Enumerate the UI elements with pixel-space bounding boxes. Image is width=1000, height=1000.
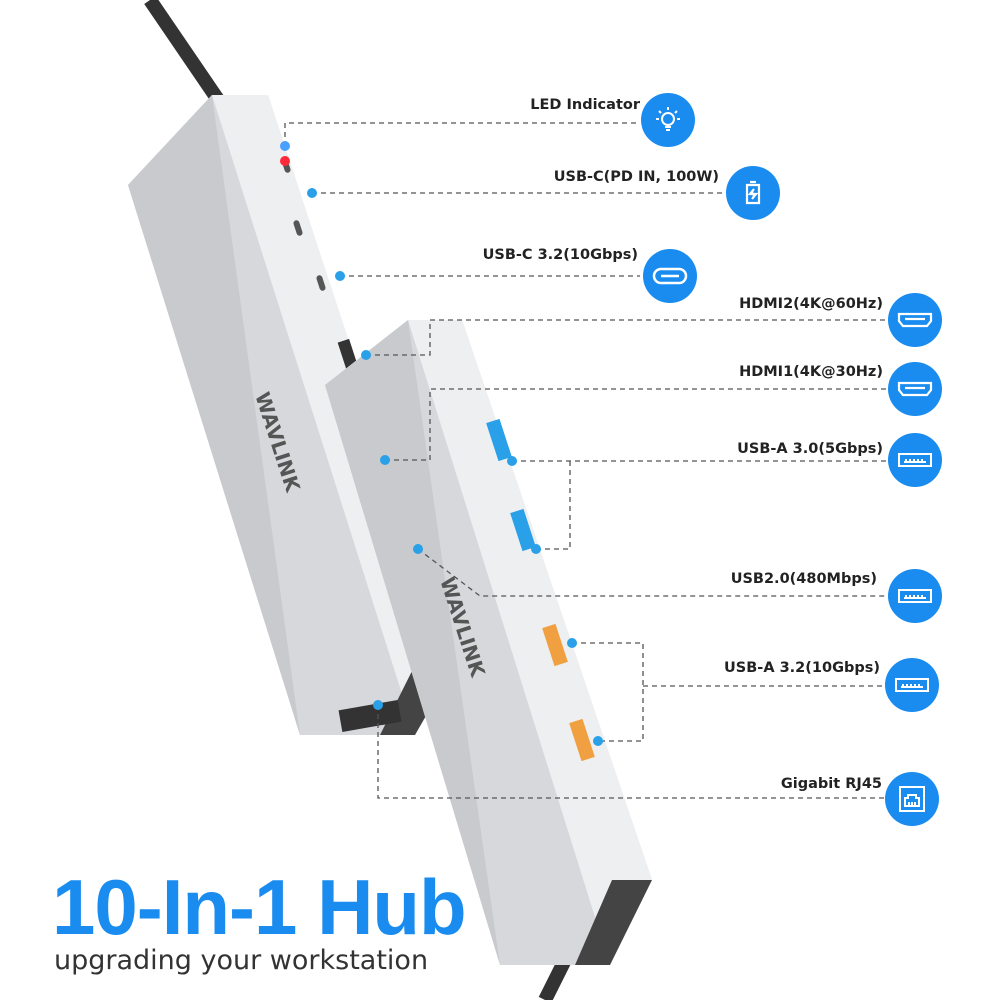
port-label: USB-C(PD IN, 100W) bbox=[553, 169, 719, 185]
port-label: HDMI1(4K@30Hz) bbox=[739, 364, 883, 380]
usb-a-port-icon bbox=[885, 658, 939, 712]
port-label: USB-A 3.0(5Gbps) bbox=[737, 441, 883, 457]
product-subtitle: upgrading your workstation bbox=[54, 945, 429, 976]
port-label: USB-C 3.2(10Gbps) bbox=[482, 247, 638, 263]
port-markers bbox=[280, 141, 603, 746]
usb-a-port-icon bbox=[888, 569, 942, 623]
port-label: Gigabit RJ45 bbox=[780, 776, 882, 792]
usb-a-port-icon bbox=[888, 433, 942, 487]
hdmi-port-icon bbox=[888, 362, 942, 416]
port-label: LED Indicator bbox=[530, 97, 640, 113]
usb-c-port-icon bbox=[643, 249, 697, 303]
ethernet-port-icon bbox=[885, 772, 939, 826]
hdmi-port-icon bbox=[888, 293, 942, 347]
port-label: USB-A 3.2(10Gbps) bbox=[724, 660, 880, 676]
battery-charge-icon bbox=[726, 166, 780, 220]
port-label: USB2.0(480Mbps) bbox=[730, 571, 877, 587]
product-title: 10-In-1 Hub bbox=[52, 863, 467, 951]
hub-back: WAVLINK bbox=[128, 95, 455, 735]
leader-lines bbox=[284, 122, 888, 799]
lightbulb-icon bbox=[641, 93, 695, 147]
cable-top bbox=[144, 0, 231, 114]
hub-front: WAVLINK bbox=[325, 320, 652, 965]
led-light bbox=[280, 156, 290, 166]
port-label: HDMI2(4K@60Hz) bbox=[739, 296, 883, 312]
